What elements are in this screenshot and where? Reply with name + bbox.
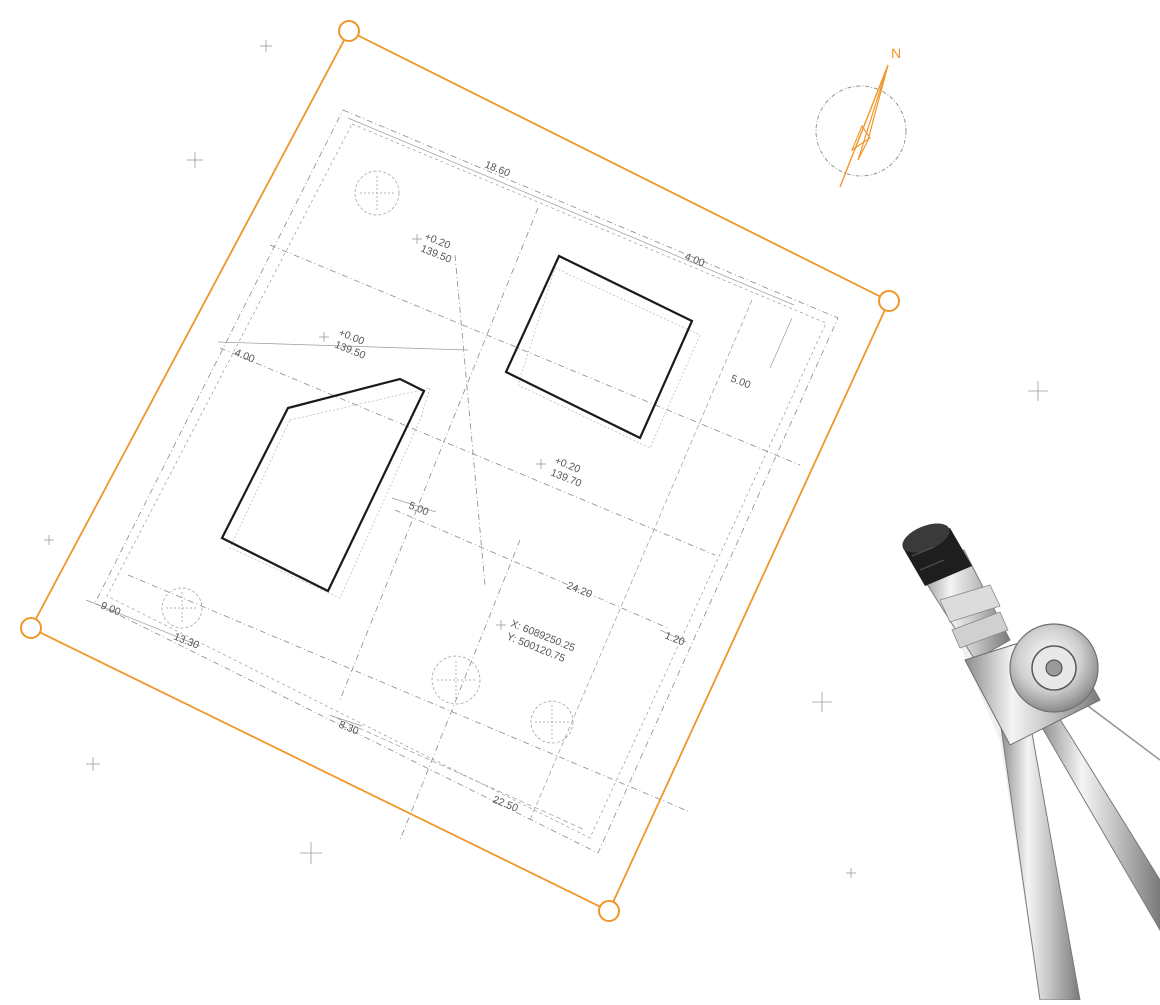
boundary-handle-right[interactable] bbox=[878, 290, 900, 312]
building-a-hatch bbox=[517, 267, 701, 449]
boundary-handle-bottom[interactable] bbox=[598, 900, 620, 922]
elevation-point-marker bbox=[536, 459, 546, 469]
cross-mark bbox=[846, 868, 856, 878]
dimension-line-right-small bbox=[659, 629, 687, 643]
dimension-line-corner bbox=[331, 715, 363, 727]
circle-marker bbox=[530, 700, 574, 744]
grid-line-horizontal bbox=[329, 714, 586, 831]
elevation-point-marker bbox=[319, 332, 329, 342]
dimension-label-right-setback: 4.00 bbox=[683, 251, 707, 270]
drafting-sheet: 18.60 4.00 5.00 4.00 5.00 24.20 1.20 9.0… bbox=[85, 109, 839, 854]
background-crosses bbox=[44, 40, 1048, 878]
dimension-label-gap: 5.00 bbox=[407, 500, 431, 519]
grid-line-vertical bbox=[529, 299, 753, 821]
cross-mark bbox=[260, 40, 272, 52]
north-label: N bbox=[891, 45, 901, 61]
grid-line-diagonal bbox=[454, 254, 486, 586]
grid-line-horizontal bbox=[219, 347, 716, 556]
cross-mark bbox=[44, 535, 54, 545]
cross-mark bbox=[300, 842, 322, 864]
dimension-label-mid-width: 24.20 bbox=[565, 580, 594, 601]
dimension-line-right bbox=[769, 317, 793, 369]
boundary-handle-left[interactable] bbox=[20, 617, 42, 639]
dimension-label-right-side: 5.00 bbox=[729, 373, 753, 392]
circle-marker bbox=[161, 587, 203, 629]
building-a-outline bbox=[504, 254, 694, 440]
dimension-line-bottom-left bbox=[85, 599, 201, 647]
grid-line-vertical bbox=[339, 207, 539, 701]
inner-border-inner bbox=[106, 123, 827, 839]
circle-marker bbox=[431, 655, 481, 705]
inner-border-outer bbox=[94, 109, 839, 854]
circle-marker bbox=[354, 170, 400, 216]
grid-line-horizontal bbox=[269, 244, 801, 466]
dimension-label-left-setback: 4.00 bbox=[233, 347, 257, 366]
dimension-line-left bbox=[217, 341, 469, 351]
grid-line-horizontal bbox=[394, 509, 669, 629]
coordinate-point-marker bbox=[496, 620, 506, 630]
cross-mark bbox=[1028, 381, 1048, 401]
building-b-hatch bbox=[229, 387, 431, 599]
grid-line-horizontal bbox=[127, 574, 691, 813]
dimension-line-gap bbox=[391, 497, 437, 513]
cross-mark bbox=[187, 152, 203, 168]
compass-north-icon: N bbox=[815, 45, 907, 188]
building-b-outline bbox=[220, 377, 426, 593]
cross-mark bbox=[86, 757, 100, 771]
elevation-point-marker bbox=[412, 234, 422, 244]
drafting-compass-icon bbox=[902, 523, 1160, 1001]
dimension-label-bottom-corner: 8.30 bbox=[337, 719, 361, 738]
cross-mark bbox=[812, 692, 832, 712]
boundary-handle-top[interactable] bbox=[338, 20, 360, 42]
dimension-line-top bbox=[347, 117, 795, 306]
dimension-label-bottom-width: 22.50 bbox=[491, 794, 520, 815]
property-boundary[interactable] bbox=[29, 29, 891, 913]
grid-line-vertical bbox=[399, 539, 521, 841]
dimension-label-right-small: 1.20 bbox=[663, 630, 687, 649]
dimension-label-bottom-left-a: 9.00 bbox=[99, 600, 123, 619]
